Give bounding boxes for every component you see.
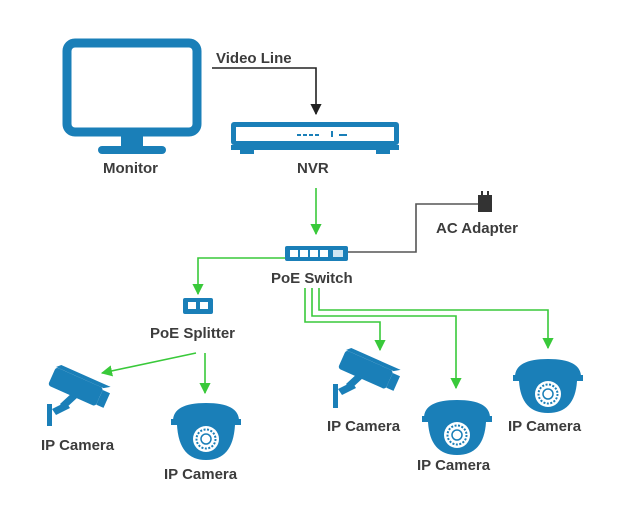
ip-camera-3-label: IP Camera <box>327 418 401 435</box>
switch-icon <box>285 246 348 261</box>
switch-to-camera-5-line <box>318 288 554 350</box>
ac-adapter-label: AC Adapter <box>436 220 518 237</box>
dome-camera-icon-5 <box>513 359 583 413</box>
switch-to-camera-3-line <box>304 288 386 352</box>
splitter-icon <box>183 298 213 314</box>
bullet-camera-icon-1 <box>47 364 111 426</box>
power-plug-icon <box>478 191 492 212</box>
switch-to-camera-4-line <box>311 288 462 390</box>
switch-to-splitter-line <box>192 257 287 296</box>
bullet-camera-icon-3 <box>333 347 401 408</box>
monitor-icon <box>62 38 202 154</box>
power-line <box>348 203 480 253</box>
video-line <box>212 67 322 116</box>
splitter-to-camera-1-line <box>100 352 197 377</box>
dome-camera-icon-4 <box>422 400 492 455</box>
poe-splitter-label: PoE Splitter <box>150 325 236 342</box>
nvr-label: NVR <box>297 160 329 177</box>
video-line-label: Video Line <box>216 50 292 67</box>
nvr-icon <box>231 122 399 154</box>
monitor-label: Monitor <box>103 160 158 177</box>
connections <box>100 67 554 395</box>
poe-switch-label: PoE Switch <box>271 270 353 287</box>
ip-camera-5-label: IP Camera <box>508 418 582 435</box>
dome-camera-icon-2 <box>171 403 241 460</box>
ip-camera-1-label: IP Camera <box>41 437 115 454</box>
ip-camera-4-label: IP Camera <box>417 457 491 474</box>
ip-camera-2-label: IP Camera <box>164 466 238 483</box>
